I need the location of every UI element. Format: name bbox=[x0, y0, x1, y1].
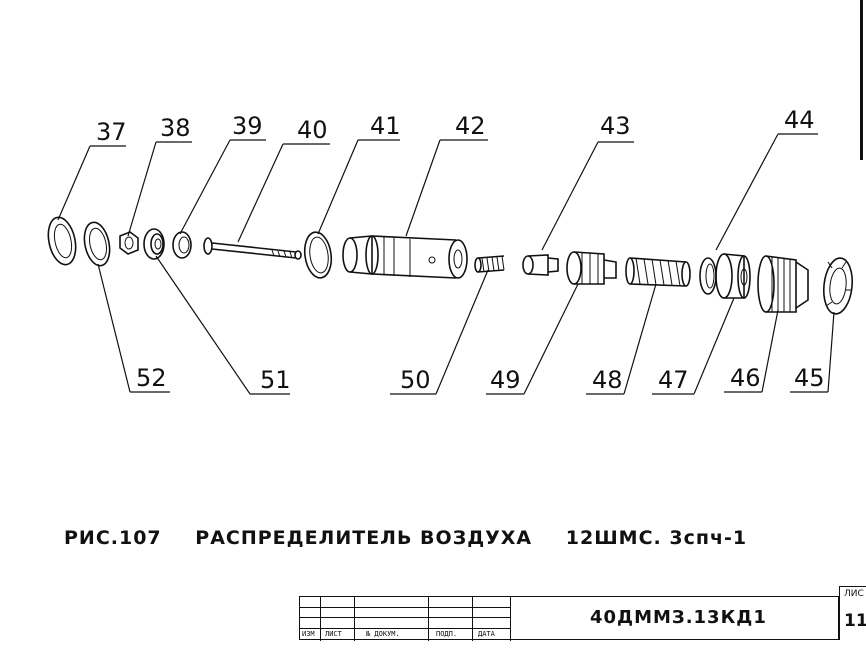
callout-label-49: 49 bbox=[490, 366, 521, 394]
part-40-rod bbox=[203, 237, 302, 260]
part-51-disc bbox=[143, 228, 165, 260]
col-label-data: ДАТА bbox=[478, 630, 495, 638]
revision-grid: ИЗМ ЛИСТ № ДОКУМ. ПОДП. ДАТА bbox=[300, 597, 511, 641]
callout-label-43: 43 bbox=[600, 112, 631, 140]
part-42-body bbox=[342, 235, 468, 279]
callout-label-44: 44 bbox=[784, 106, 815, 134]
callout-37: 37 bbox=[57, 118, 127, 221]
callout-label-41: 41 bbox=[370, 112, 401, 140]
page-edge-mark bbox=[860, 0, 863, 160]
callout-label-46: 46 bbox=[730, 364, 761, 392]
col-label-izm: ИЗМ bbox=[302, 630, 315, 638]
part-44-ring bbox=[699, 257, 717, 295]
grid-row-line bbox=[300, 628, 510, 629]
part-49-piston bbox=[566, 251, 617, 285]
callout-45: 45 bbox=[790, 311, 835, 393]
callout-label-45: 45 bbox=[794, 364, 825, 392]
grid-col-line bbox=[510, 597, 511, 641]
callout-label-47: 47 bbox=[658, 366, 689, 394]
sheet-number-box: ЛИС 11 bbox=[839, 586, 866, 640]
part-48-spring bbox=[625, 257, 691, 287]
part-41-oring bbox=[303, 231, 333, 279]
callout-label-38: 38 bbox=[160, 114, 191, 142]
figure-number: РИС.107 bbox=[64, 527, 162, 549]
col-label-podp: ПОДП. bbox=[436, 630, 458, 638]
callout-label-40: 40 bbox=[297, 116, 328, 144]
callout-label-39: 39 bbox=[232, 112, 263, 140]
callout-39: 39 bbox=[179, 112, 266, 235]
callout-49: 49 bbox=[486, 283, 579, 395]
grid-col-line bbox=[428, 597, 429, 641]
part-43-valve bbox=[522, 254, 559, 276]
figure-title: РАСПРЕДЕЛИТЕЛЬ ВОЗДУХА bbox=[195, 527, 533, 549]
sheet-number: 11 bbox=[844, 611, 866, 631]
grid-row-line bbox=[300, 607, 510, 608]
grid-col-line bbox=[320, 597, 321, 641]
callout-label-50: 50 bbox=[400, 366, 431, 394]
part-50-spring bbox=[474, 255, 505, 273]
callout-38: 38 bbox=[127, 114, 192, 237]
callout-48: 48 bbox=[586, 283, 657, 395]
callout-label-51: 51 bbox=[260, 366, 291, 394]
part-46-plug bbox=[757, 255, 809, 313]
callout-label-52: 52 bbox=[136, 364, 167, 392]
part-38-nut bbox=[119, 231, 139, 255]
part-37-ring bbox=[47, 216, 77, 266]
document-code: 40ДММЗ.13КД1 bbox=[590, 607, 767, 628]
callout-44: 44 bbox=[715, 106, 818, 251]
callout-41: 41 bbox=[317, 112, 401, 235]
callout-42: 42 bbox=[405, 112, 488, 237]
figure-model: 12ШМС. 3спч-1 bbox=[565, 527, 748, 549]
callout-51: 51 bbox=[155, 255, 291, 395]
part-47-guide bbox=[715, 253, 751, 299]
part-52-ring bbox=[83, 221, 111, 267]
callout-label-37: 37 bbox=[96, 118, 127, 146]
part-39-ring bbox=[172, 231, 192, 259]
grid-col-line bbox=[354, 597, 355, 641]
figure-caption: РИС.107 РАСПРЕДЕЛИТЕЛЬ ВОЗДУХА 12ШМС. 3с… bbox=[64, 527, 773, 549]
col-label-list: ЛИСТ bbox=[325, 630, 342, 638]
callout-label-42: 42 bbox=[455, 112, 486, 140]
title-block: ИЗМ ЛИСТ № ДОКУМ. ПОДП. ДАТА 40ДММЗ.13КД… bbox=[299, 596, 839, 641]
grid-row-line bbox=[300, 617, 510, 618]
callout-46: 46 bbox=[724, 309, 779, 393]
callout-50: 50 bbox=[390, 269, 489, 395]
callout-40: 40 bbox=[237, 116, 330, 243]
sheet-label: ЛИС bbox=[844, 589, 864, 599]
part-45-nut bbox=[822, 257, 854, 315]
callout-43: 43 bbox=[541, 112, 634, 251]
callout-52: 52 bbox=[97, 263, 170, 393]
callout-label-48: 48 bbox=[592, 366, 623, 394]
col-label-dokum: № ДОКУМ. bbox=[366, 630, 400, 638]
callout-47: 47 bbox=[652, 297, 735, 395]
grid-col-line bbox=[472, 597, 473, 641]
